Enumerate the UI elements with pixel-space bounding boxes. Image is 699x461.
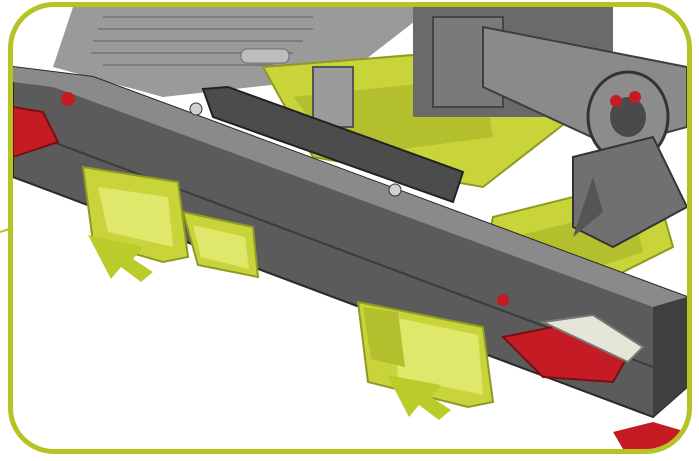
trailer-hitch-illustration — [13, 7, 687, 449]
arrow-pointer-icon — [88, 235, 153, 282]
illustration-frame — [8, 2, 692, 454]
axle-hub-assembly — [413, 7, 687, 249]
left-reflector — [13, 105, 60, 159]
arrow-pointer-icon — [387, 375, 451, 420]
left-receiver-bracket — [81, 165, 260, 279]
rear-beam — [13, 65, 687, 419]
right-reflector — [500, 313, 687, 449]
